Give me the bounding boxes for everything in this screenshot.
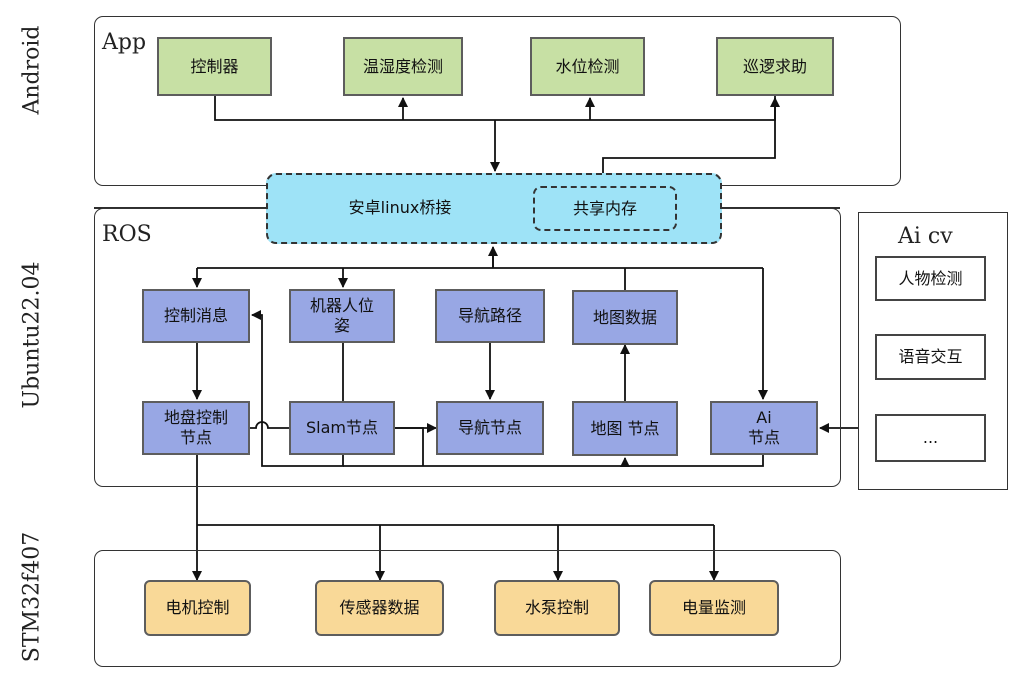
- node-power-monitor: 电量监测: [649, 580, 779, 636]
- aicv-container: [858, 212, 1008, 490]
- edge-loop-bottom: [343, 455, 764, 467]
- node-water-level: 水位检测: [530, 37, 645, 96]
- shared-memory: 共享内存: [533, 186, 677, 231]
- ros-container-label: ROS: [102, 222, 152, 247]
- edge-loop-to-control-msg: [251, 310, 344, 467]
- node-pump-control: 水泵控制: [494, 580, 620, 636]
- layer-label-stm32: STM32f407: [19, 531, 45, 663]
- node-controller: 控制器: [157, 37, 272, 96]
- aicv-voice: 语音交互: [875, 334, 986, 380]
- app-container-label: App: [102, 30, 147, 55]
- node-chassis-control: 地盘控制 节点: [142, 401, 250, 455]
- edge-patrol-to-shm: [598, 98, 776, 185]
- node-ai: Ai 节点: [710, 401, 818, 455]
- aicv-container-label: Ai cv: [898, 224, 953, 249]
- node-navigation: 导航节点: [436, 401, 544, 455]
- aicv-person-detect: 人物检测: [875, 256, 986, 301]
- node-motor-control: 电机控制: [144, 580, 251, 636]
- node-control-msg: 控制消息: [142, 289, 250, 343]
- node-slam: Slam节点: [289, 401, 395, 455]
- edge-slam-branch: [395, 427, 424, 466]
- node-sensor-data: 传感器数据: [315, 580, 444, 636]
- stm32-container: [94, 550, 841, 667]
- layer-label-ubuntu: Ubuntu22.04: [19, 261, 45, 409]
- node-patrol-help: 巡逻求助: [716, 37, 834, 96]
- layer-label-android: Android: [19, 25, 45, 115]
- node-map-data: 地图数据: [572, 290, 678, 345]
- bridge-label: 安卓linux桥接: [348, 198, 452, 217]
- node-robot-pose: 机器人位 姿: [289, 289, 395, 343]
- bridge-android-linux: [266, 173, 722, 244]
- node-nav-path: 导航路径: [435, 289, 545, 343]
- node-map: 地图 节点: [572, 401, 678, 456]
- aicv-more: ...: [875, 414, 986, 462]
- node-temp-humidity: 温湿度检测: [343, 37, 463, 96]
